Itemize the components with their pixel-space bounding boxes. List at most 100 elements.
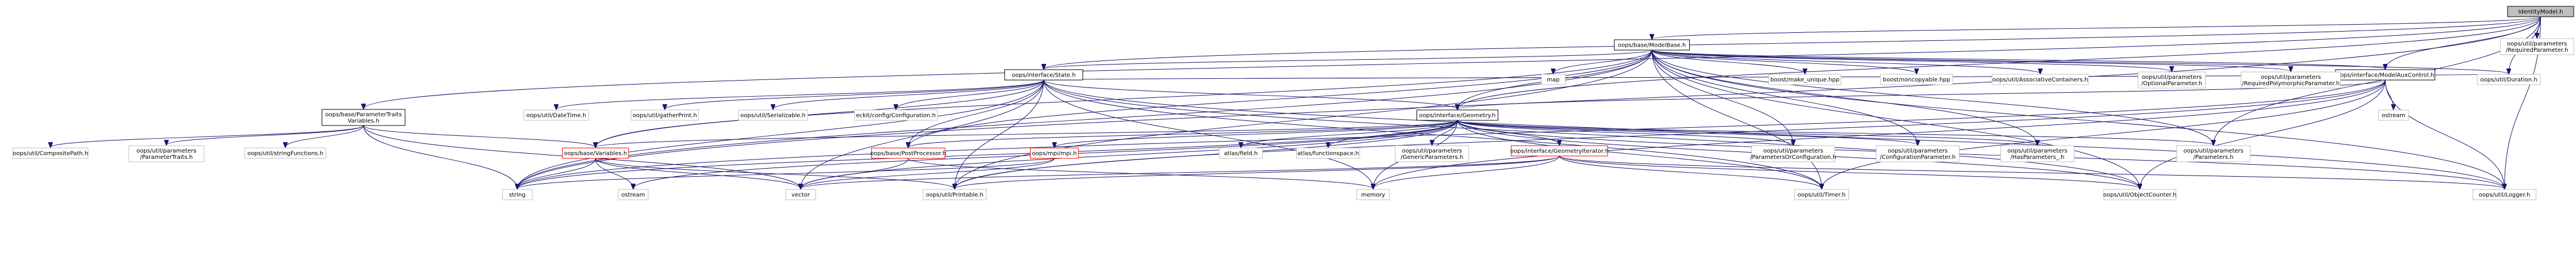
node-ostream2: ostream bbox=[618, 189, 649, 200]
node-paramtraits-label: oops/util/parameters bbox=[136, 148, 196, 154]
node-genericparams-label: /GenericParameters.h bbox=[1400, 154, 1463, 161]
node-geomiter[interactable]: oops/interface/GeometryIterator.h bbox=[1510, 145, 1609, 157]
edge-geometry-to-timer bbox=[1457, 120, 1821, 189]
node-serializable-box bbox=[738, 109, 808, 121]
node-duration: oops/util/Duration.h bbox=[2477, 74, 2541, 85]
node-modelaux[interactable]: oops/interface/ModelAuxControl.h bbox=[2335, 69, 2436, 81]
edge-geometry-to-genericparams bbox=[1432, 120, 1458, 145]
node-ptv-label: oops/base/ParameterTraits bbox=[325, 112, 401, 118]
edge-postprocessor-to-vector bbox=[801, 158, 909, 189]
node-make_unique-label: boost/make_unique.hpp bbox=[1770, 77, 1839, 83]
node-geometry-box bbox=[1416, 109, 1499, 121]
edge-modelaux-to-logger bbox=[2384, 79, 2504, 189]
node-string-label: string bbox=[509, 192, 526, 199]
node-optparam-label: oops/util/parameters bbox=[2142, 74, 2202, 81]
node-atlas_field: atlas/field.h bbox=[1219, 147, 1263, 159]
edge-state-to-variables bbox=[595, 79, 1044, 147]
edge-ptv-to-compositepath bbox=[51, 125, 364, 147]
node-genericparams-box bbox=[1395, 145, 1469, 162]
edge-geometry-to-printable bbox=[955, 120, 1458, 189]
edge-modelbase-to-configparam bbox=[1651, 50, 1917, 145]
edge-geomiter-to-printable bbox=[955, 155, 1560, 189]
edge-identity-to-geometry bbox=[1457, 16, 2541, 109]
node-geometry-label: oops/interface/Geometry.h bbox=[1419, 113, 1496, 119]
edge-ptv-to-stringfunctions bbox=[285, 125, 364, 147]
edge-identity-to-ptv bbox=[363, 16, 2541, 109]
node-configparam-label: /ConfigurationParameter.h bbox=[1880, 154, 1955, 161]
edge-modelbase-to-make_unique bbox=[1651, 50, 1805, 74]
nodes-layer: IdentityModel.h oops/base/ModelBase.h oops… bbox=[12, 6, 2574, 200]
edge-geomiter-to-timer bbox=[1559, 155, 1821, 189]
node-geometry[interactable]: oops/interface/Geometry.h bbox=[1416, 109, 1499, 121]
edge-geomiter-to-vector bbox=[801, 155, 1560, 189]
node-printable-label: oops/util/Printable.h bbox=[926, 192, 983, 199]
edge-modelbase-to-state bbox=[1044, 50, 1652, 69]
node-ostream-box bbox=[2378, 109, 2409, 121]
node-ostream: ostream bbox=[2378, 109, 2409, 121]
node-identity-label: IdentityModel.h bbox=[2518, 9, 2563, 16]
node-datetime: oops/util/DateTime.h bbox=[523, 109, 590, 121]
node-paramtraits-label: /ParameterTraits.h bbox=[140, 154, 193, 161]
node-paramtraits-box bbox=[128, 145, 205, 162]
node-objectcounter-label: oops/util/ObjectCounter.h bbox=[2103, 192, 2176, 199]
edge-geomiter-to-objectcounter bbox=[1559, 155, 2139, 189]
node-mpi-label: oops/mpi/mpi.h bbox=[1032, 151, 1077, 157]
node-vector-label: vector bbox=[791, 192, 810, 199]
node-timer-label: oops/util/Timer.h bbox=[1798, 192, 1846, 199]
node-modelbase[interactable]: oops/base/ModelBase.h bbox=[1614, 39, 1690, 51]
edge-geomiter-to-logger bbox=[1559, 155, 2504, 189]
node-assoc-label: oops/util/AssociativeContainers.h bbox=[1992, 77, 2088, 83]
edge-modelbase-to-paramsconfig bbox=[1651, 50, 1793, 145]
edge-state-to-eckit_config bbox=[896, 79, 1044, 109]
node-variables[interactable]: oops/base/Variables.h bbox=[562, 147, 629, 159]
edge-identity-to-state bbox=[1044, 16, 2541, 69]
node-paramsconfig-label: /ParametersOrConfiguration.h bbox=[1750, 154, 1836, 161]
edge-geometry-to-string bbox=[517, 120, 1458, 189]
node-atlas_fs-label: atlas/functionspace.h bbox=[1297, 151, 1359, 157]
edge-geometry-to-geomiter bbox=[1457, 120, 1559, 145]
node-modelaux-label: oops/interface/ModelAuxControl.h bbox=[2336, 73, 2434, 79]
edge-identity-to-string bbox=[517, 16, 2541, 189]
node-identity-box bbox=[2507, 6, 2574, 17]
node-state[interactable]: oops/interface/State.h bbox=[1004, 69, 1084, 81]
node-assoc-box bbox=[1992, 74, 2089, 85]
node-hasparams-label: oops/util/parameters bbox=[2007, 148, 2067, 154]
node-optparam-box bbox=[2138, 71, 2206, 89]
node-configparam-label: oops/util/parameters bbox=[1888, 148, 1947, 154]
edge-modelbase-to-parameters bbox=[1651, 50, 2213, 145]
edge-mpi-to-string bbox=[517, 158, 1055, 189]
edge-modelbase-to-map bbox=[1553, 50, 1652, 74]
node-identity[interactable]: IdentityModel.h bbox=[2507, 6, 2574, 17]
node-noncopyable-box bbox=[1880, 74, 1953, 85]
node-reqparam-label: oops/util/parameters bbox=[2507, 41, 2567, 47]
edge-geometry-to-variables bbox=[595, 120, 1458, 147]
edge-modelbase-to-optparam bbox=[1651, 50, 2172, 71]
node-parameters-label: oops/util/parameters bbox=[2183, 148, 2243, 154]
node-map-box bbox=[1541, 74, 1565, 85]
node-hasparams: oops/util/parameters/HasParameters_.h bbox=[2000, 145, 2074, 162]
node-configparam: oops/util/parameters/ConfigurationParame… bbox=[1875, 145, 1960, 162]
node-ostream2-box bbox=[618, 189, 649, 200]
node-postprocessor-label: oops/base/PostProcessor.h bbox=[870, 151, 946, 157]
node-map: map bbox=[1541, 74, 1565, 85]
edge-modelbase-to-assoc bbox=[1651, 50, 2040, 74]
edge-ptv-to-string bbox=[363, 125, 517, 189]
node-make_unique-box bbox=[1769, 74, 1842, 85]
node-compositepath-box bbox=[12, 147, 89, 159]
edge-geometry-to-mpi bbox=[1054, 120, 1458, 147]
node-eckit_config-label: eckit/config/Configuration.h bbox=[856, 113, 936, 119]
node-parameters: oops/util/parameters/Parameters.h bbox=[2176, 145, 2250, 162]
edge-modelbase-to-modelaux bbox=[1651, 50, 2385, 69]
node-mpi[interactable]: oops/mpi/mpi.h bbox=[1030, 147, 1079, 159]
node-paramsconfig: oops/util/parameters/ParametersOrConfigu… bbox=[1750, 145, 1836, 162]
edge-state-to-serializable bbox=[773, 79, 1044, 109]
edge-ptv-to-paramtraits bbox=[166, 125, 364, 145]
node-eckit_config-box bbox=[854, 109, 938, 121]
node-vector: vector bbox=[785, 189, 816, 200]
node-ostream2-label: ostream bbox=[621, 192, 645, 199]
node-postprocessor[interactable]: oops/base/PostProcessor.h bbox=[870, 147, 946, 159]
edge-ptv-to-variables bbox=[363, 125, 595, 147]
node-hasparams-label: /HasParameters_.h bbox=[2010, 154, 2064, 161]
edge-variables-to-string bbox=[517, 158, 596, 189]
